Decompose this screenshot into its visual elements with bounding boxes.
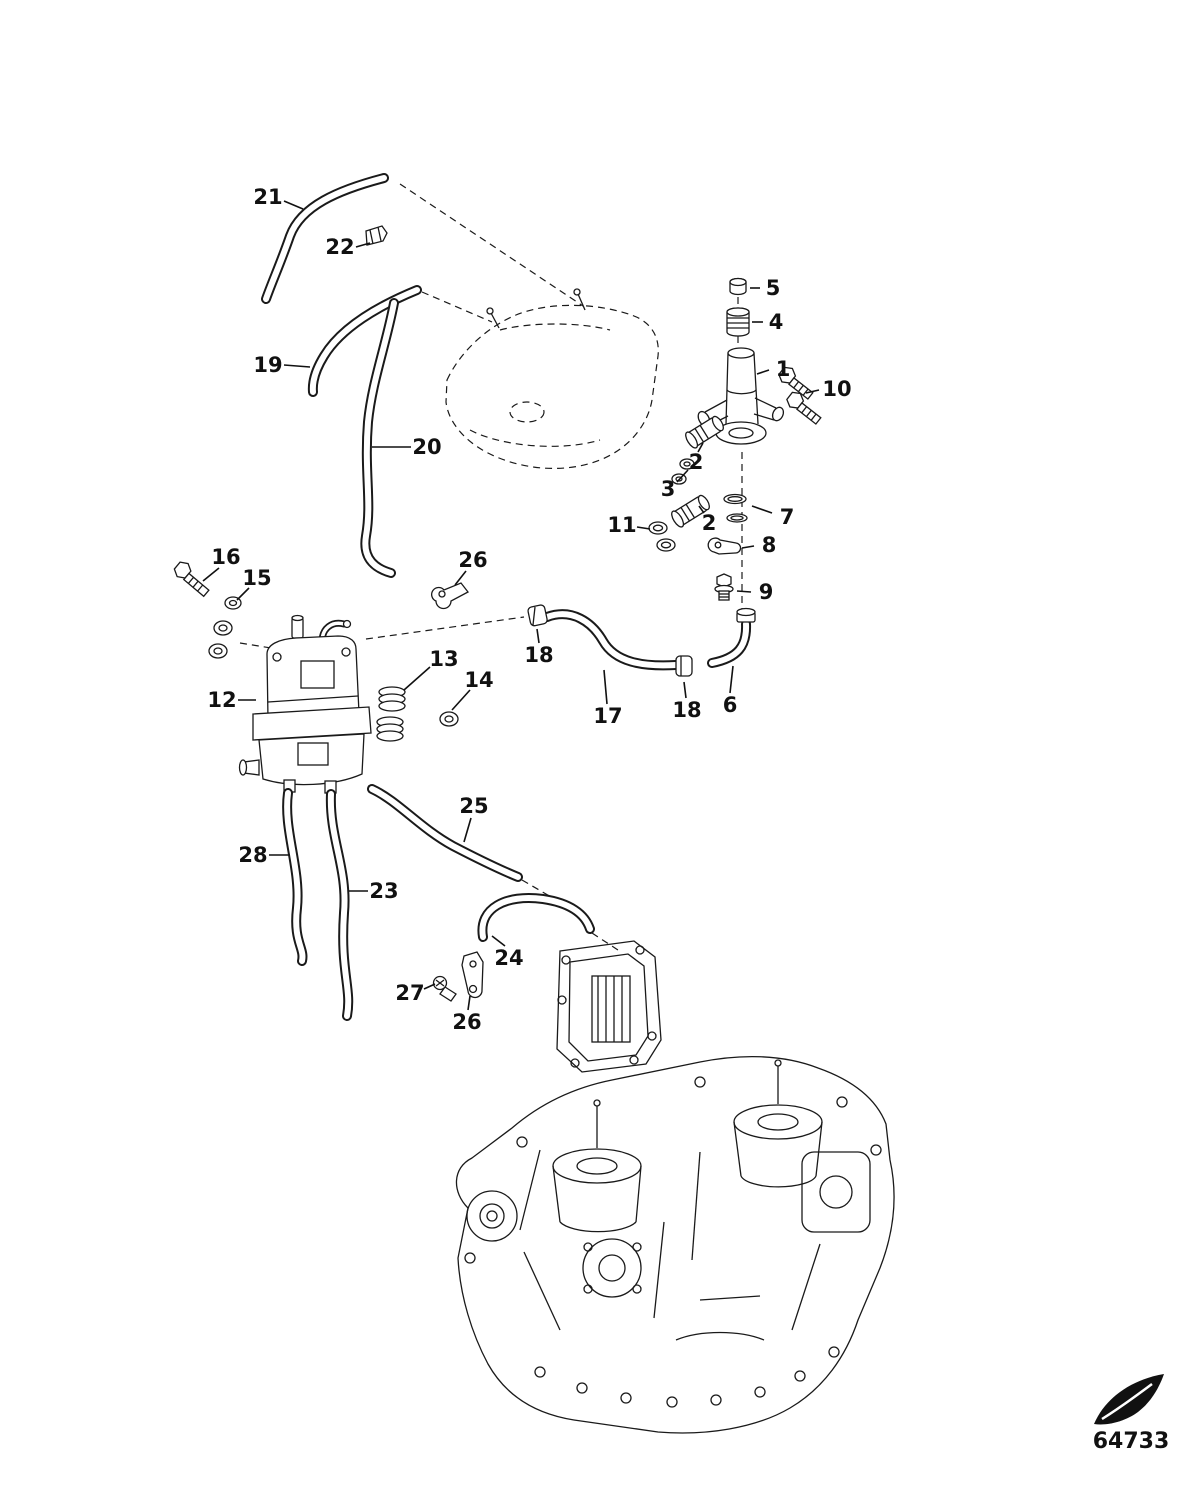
screw-9 — [714, 573, 734, 601]
callout-leader — [636, 526, 651, 530]
washers-15 — [208, 596, 242, 659]
drawing-number: 64733 — [1093, 1429, 1170, 1454]
hose-28 — [282, 788, 308, 966]
hose-19 — [307, 285, 422, 397]
callout-leader — [676, 469, 689, 483]
callout-label: 26 — [458, 548, 487, 572]
plug-14 — [439, 711, 459, 727]
callout-leader — [236, 587, 250, 601]
callout-label: 26 — [452, 1010, 481, 1034]
callout-label: 18 — [524, 643, 553, 667]
callout-leader — [283, 200, 304, 210]
hose-21 — [261, 173, 389, 304]
callout-label: 3 — [661, 477, 676, 501]
callout-label: 16 — [211, 545, 240, 569]
callout-label: 27 — [395, 981, 424, 1005]
fuel-fitting-2a — [685, 415, 724, 449]
callout-label: 13 — [429, 647, 458, 671]
adapter-plate — [556, 940, 662, 1073]
construction-lines — [239, 183, 743, 951]
callout-label: 15 — [242, 566, 271, 590]
callout-leader — [536, 628, 540, 644]
plug-5 — [729, 277, 747, 296]
brand-logo-icon — [1094, 1374, 1164, 1425]
callout-leader — [698, 505, 705, 514]
callout-label: 14 — [464, 668, 493, 692]
callout-leader — [491, 935, 506, 947]
callout-label: 10 — [822, 377, 851, 401]
callout-leader — [683, 681, 687, 699]
callout-label: 8 — [762, 533, 777, 557]
clamp-rings-11 — [648, 521, 676, 552]
callout-label: 4 — [769, 310, 784, 334]
callout-label: 21 — [253, 185, 282, 209]
callout-label: 2 — [689, 450, 704, 474]
callout-label: 18 — [672, 698, 701, 722]
callout-label: 2 — [702, 511, 717, 535]
hose-25 — [367, 784, 523, 882]
valve-cover — [445, 304, 659, 470]
callout-label: 1 — [776, 357, 791, 381]
o-rings-7 — [723, 493, 748, 523]
callout-label: 20 — [412, 435, 441, 459]
hose-20 — [360, 298, 399, 578]
callout-leader — [741, 545, 755, 549]
callout-leader — [283, 364, 311, 368]
bracket-8 — [707, 537, 742, 555]
callout-label: 11 — [607, 513, 636, 537]
callout-label: 5 — [766, 276, 781, 300]
clamp-22 — [365, 225, 388, 246]
bolt-16 — [173, 561, 210, 598]
callout-leader — [805, 389, 820, 394]
callout-label: 19 — [253, 353, 282, 377]
callout-label: 17 — [593, 704, 622, 728]
callout-leader — [756, 369, 770, 375]
fuel-fitting-2b — [671, 494, 710, 528]
callout-leader — [467, 995, 471, 1011]
callout-label: 28 — [238, 843, 267, 867]
callout-label: 12 — [207, 688, 236, 712]
callout-label: 25 — [459, 794, 488, 818]
fitting-4 — [726, 307, 750, 337]
cap-18a — [527, 604, 548, 627]
callout-label: 9 — [759, 580, 774, 604]
callout-leader — [355, 242, 371, 248]
callout-label: 22 — [325, 235, 354, 259]
callout-leader — [454, 570, 467, 586]
fuel-connector-body-1 — [697, 347, 785, 445]
callout-leader — [463, 817, 472, 843]
callout-leader — [603, 669, 608, 705]
callout-label: 7 — [780, 505, 795, 529]
callout-leader — [729, 665, 734, 694]
valve-cover-fittings — [486, 288, 586, 329]
callout-leader — [451, 689, 471, 711]
grommets-13 — [376, 686, 406, 742]
hose-23 — [325, 789, 354, 1021]
callout-leader — [202, 567, 220, 582]
callout-leader — [403, 666, 431, 691]
callout-label: 23 — [369, 879, 398, 903]
elbow-6 — [707, 607, 756, 668]
hose-17 — [542, 609, 681, 671]
callout-label: 24 — [494, 946, 523, 970]
fuel-pump-assembly-12 — [238, 614, 372, 794]
engine-block — [455, 1055, 895, 1434]
callout-leader — [423, 983, 436, 990]
screw-10a — [778, 366, 814, 400]
callout-label: 6 — [723, 693, 738, 717]
callout-leader — [751, 505, 773, 514]
bracket-26a — [431, 582, 469, 610]
screw-27 — [432, 975, 457, 1002]
hose-24 — [477, 893, 595, 942]
callout-leader — [697, 442, 704, 453]
cap-18b — [675, 655, 693, 677]
screw-10b — [786, 391, 822, 425]
bracket-26b — [461, 951, 484, 999]
callout-leader — [736, 590, 752, 593]
